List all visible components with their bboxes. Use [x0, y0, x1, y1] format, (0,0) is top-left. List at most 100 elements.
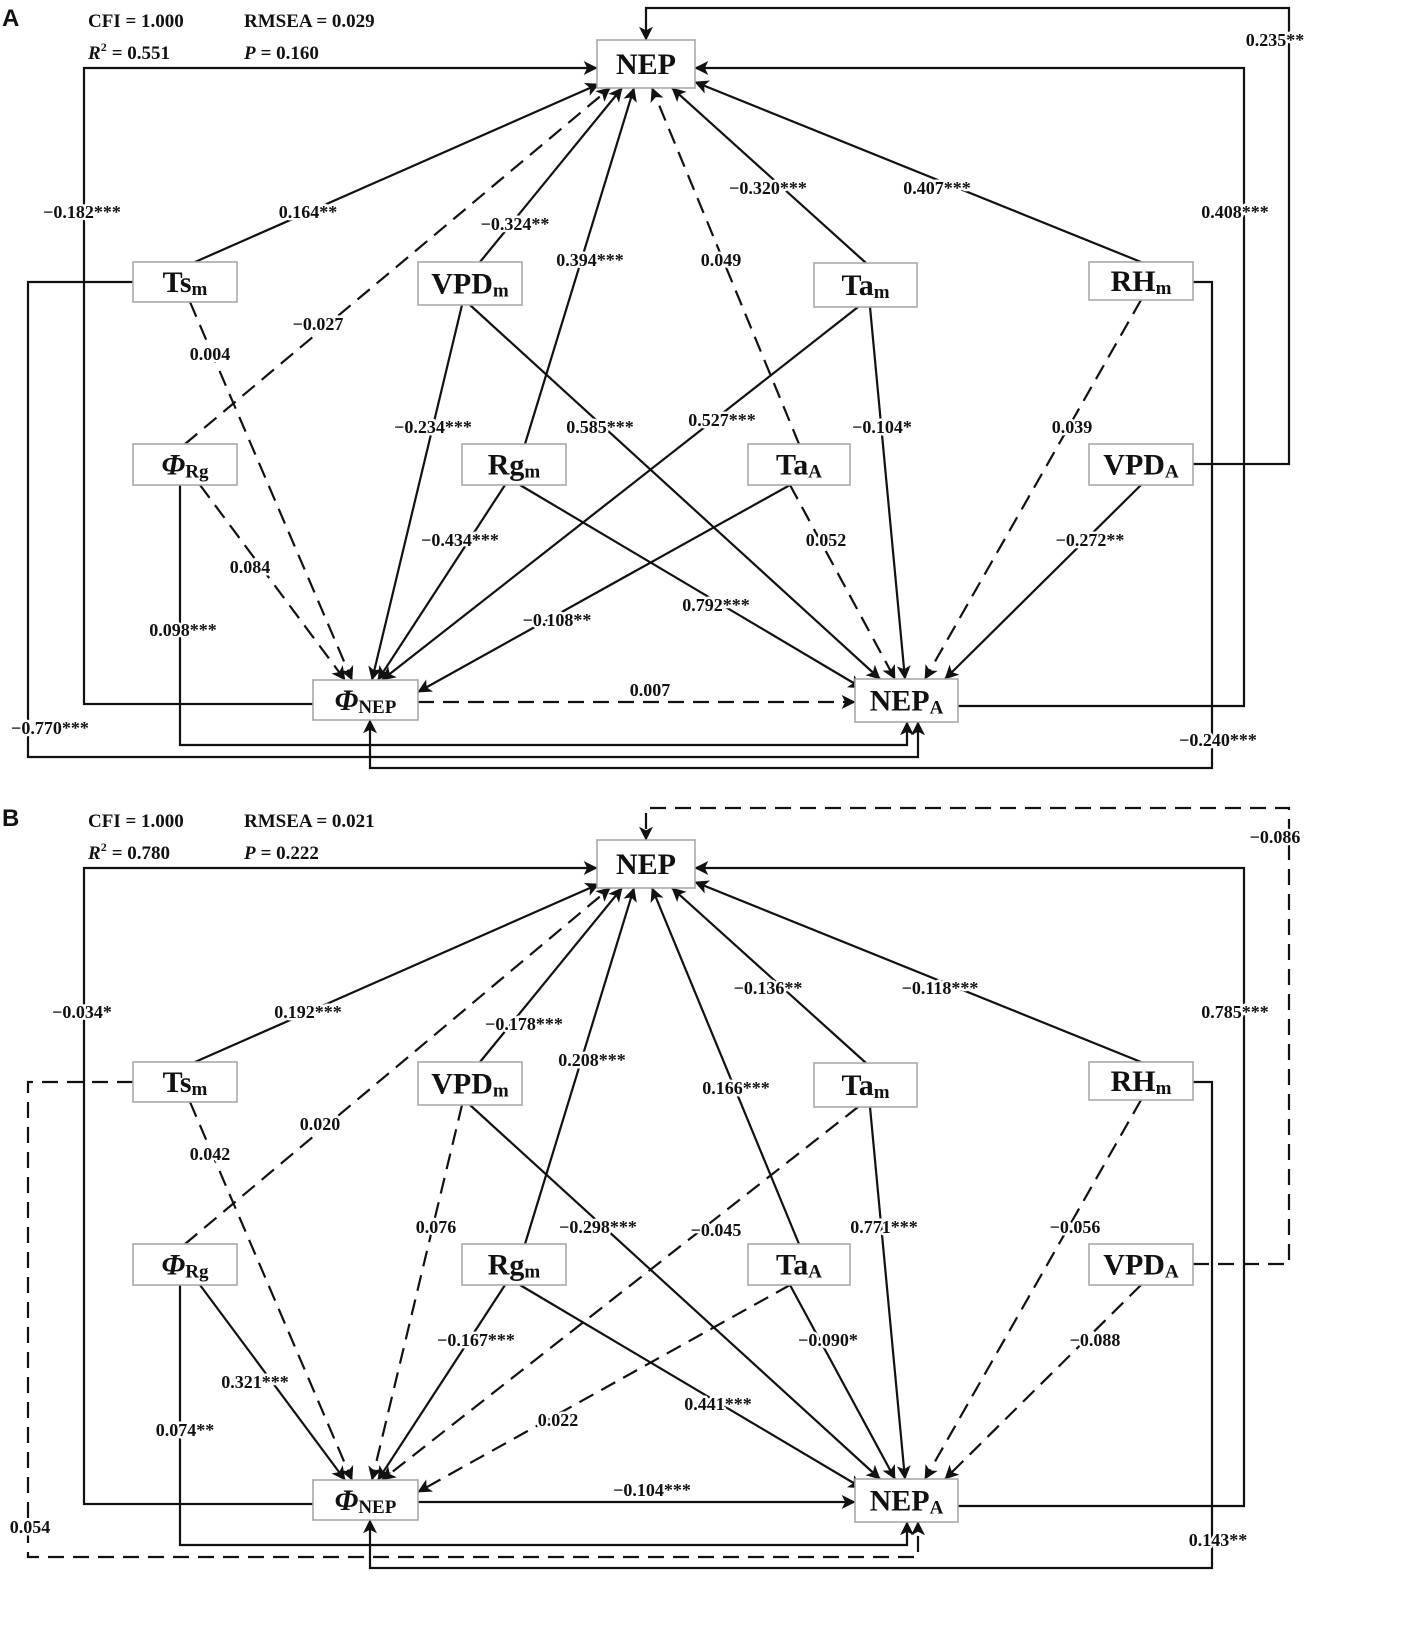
edge-phi-rg-to-phi-nep: [199, 484, 346, 681]
p-symbol: P: [243, 843, 256, 864]
r-squared-value: = 0.780: [112, 843, 170, 864]
node-box: [312, 679, 419, 721]
node-label-main: VPD: [431, 1067, 493, 1100]
edge-ta-m-to-nep: [671, 87, 867, 264]
node-label-subscript: Rg: [185, 1261, 209, 1282]
edge-coefficient: 0.321***: [221, 1372, 289, 1392]
node-label-subscript: m: [1156, 278, 1172, 299]
node-phi-rg: ΦRg: [132, 443, 238, 486]
node-label: VPDA: [1103, 1248, 1179, 1282]
node-ta-a: TaA: [747, 443, 851, 486]
node-label-subscript: A: [808, 461, 822, 482]
node-label-main: NEP: [870, 1484, 930, 1517]
node-box: [1088, 443, 1194, 486]
node-label: ΦNEP: [335, 684, 397, 718]
node-rg-m: Rgm: [461, 443, 567, 486]
node-box: [132, 1243, 238, 1286]
node-label-main: Rg: [488, 1248, 525, 1281]
node-box: [813, 1062, 918, 1108]
edge-coefficient: 0.039: [1052, 417, 1093, 437]
edge-coefficient: −0.027: [293, 314, 344, 334]
edge-coefficient: −0.240***: [1179, 730, 1257, 750]
edge-coefficient: 0.054: [10, 1517, 51, 1537]
node-label-main: VPD: [1103, 1248, 1165, 1281]
edge-rh-m-to-nep: [694, 880, 1142, 1064]
node-label: VPDm: [431, 1067, 509, 1101]
edge-coefficient: 0.785***: [1201, 1002, 1269, 1022]
edge-ta-a-to-nep-a: [789, 1284, 896, 1480]
node-ta-m: Tam: [813, 262, 918, 308]
node-label-main: Rg: [488, 448, 525, 481]
edge-vpd-a-to-nep: [639, 806, 1291, 1266]
node-label-main: Φ: [162, 448, 186, 481]
edge-coefficient: 0.098***: [149, 620, 217, 640]
edge-coefficient: 0.235**: [1246, 30, 1305, 50]
node-label-subscript: A: [930, 697, 944, 718]
edge-coefficient: −0.056: [1050, 1217, 1101, 1237]
node-ta-a: TaA: [747, 1243, 851, 1286]
edge-coefficient: −0.104***: [613, 1480, 691, 1500]
r-superscript: 2: [101, 40, 107, 54]
node-label-subscript: m: [192, 279, 208, 300]
edge-coefficient: 0.408***: [1201, 202, 1269, 222]
node-vpd-m: VPDm: [417, 261, 523, 306]
node-box: [461, 443, 567, 486]
node-box: [132, 261, 238, 303]
node-label-main: Ta: [776, 448, 808, 481]
edge-coefficient: 0.074**: [156, 1420, 215, 1440]
node-label: Tam: [841, 269, 889, 303]
edge-coefficient: −0.234***: [394, 417, 472, 437]
edge-coefficient: 0.049: [701, 250, 742, 270]
edge-ta-a-to-phi-nep: [417, 1284, 791, 1493]
edge-coefficient: −0.182***: [43, 202, 121, 222]
node-box: [417, 1061, 523, 1106]
edge-coefficient: −0.045: [691, 1220, 742, 1240]
node-label: VPDm: [431, 267, 509, 301]
edge-coefficient: −0.104*: [852, 417, 912, 437]
node-box: [417, 261, 523, 306]
node-label-subscript: m: [524, 1261, 540, 1282]
p-symbol: P: [243, 43, 256, 64]
node-label-main: Φ: [335, 1484, 359, 1517]
node-label-subscript: A: [1165, 1261, 1179, 1282]
node-ts-m: Tsm: [132, 261, 238, 303]
node-label-main: Φ: [162, 1248, 186, 1281]
edge-coefficient: −0.034*: [52, 1002, 112, 1022]
edge-ts-m-to-nep-a: [26, 280, 925, 759]
rmsea-statistic: RMSEA = 0.021: [244, 811, 375, 832]
node-label: RHm: [1111, 265, 1172, 299]
edge-ts-m-to-nep: [194, 882, 600, 1064]
edge-coefficient: 0.007: [630, 680, 671, 700]
edge-coefficient: 0.771***: [850, 1217, 918, 1237]
node-nep-a: NEPA: [854, 678, 959, 723]
node-label-subscript: NEP: [358, 1497, 396, 1518]
r-squared-value: = 0.551: [112, 43, 170, 64]
edge-vpd-a-to-nep: [639, 6, 1291, 466]
r-symbol: R: [87, 43, 101, 64]
edge-rh-m-to-nep-a: [924, 1099, 1142, 1480]
edge-phi-rg-to-nep-a: [178, 485, 914, 747]
edge-ta-a-to-nep: [650, 887, 801, 1245]
edge-coefficient: 0.166***: [702, 1078, 770, 1098]
edge-vpd-m-to-phi-nep: [368, 1104, 464, 1481]
node-vpd-a: VPDA: [1088, 1243, 1194, 1286]
edge-ts-m-to-nep-a: [26, 1080, 925, 1559]
edge-coefficient: 0.004: [190, 344, 231, 364]
edge-coefficient: −0.086: [1250, 827, 1301, 847]
node-box: [813, 262, 918, 308]
edge-ta-m-to-nep-a: [868, 1106, 911, 1480]
edge-ts-m-to-phi-nep: [188, 1101, 354, 1481]
edge-rg-m-to-nep: [523, 887, 637, 1245]
node-label: RHm: [1111, 1065, 1172, 1099]
edge-coefficient: 0.192***: [274, 1002, 342, 1022]
edge-coefficient: −0.272**: [1056, 530, 1125, 550]
node-label-subscript: Rg: [185, 461, 209, 482]
node-label-main: Ta: [841, 269, 873, 302]
node-ta-m: Tam: [813, 1062, 918, 1108]
p-value: = 0.160: [261, 43, 319, 64]
edge-coefficient: 0.527***: [688, 410, 756, 430]
edge-vpd-m-to-nep-a: [469, 304, 881, 680]
